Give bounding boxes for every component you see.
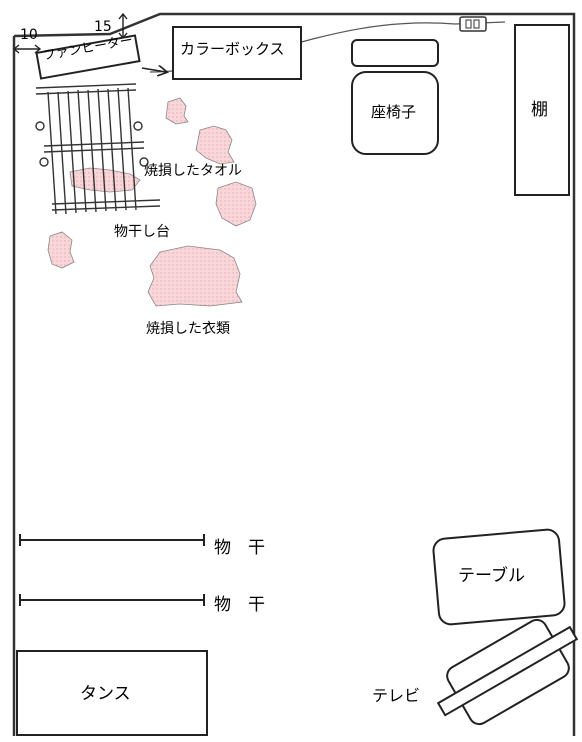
fan-heater-shape (35, 34, 141, 80)
drying-rods (19, 534, 205, 606)
burned-clothes-label: 焼損した衣類 (146, 321, 230, 337)
burn-patch (147, 245, 243, 307)
color-box (172, 26, 302, 80)
burned-towel-label: 焼損したタオル (144, 163, 242, 179)
room-wall (12, 12, 576, 736)
drying-rod-label-2: 物 干 (214, 595, 265, 615)
table-shape (432, 528, 566, 626)
tv-label: テレビ (372, 686, 421, 705)
tv-shape (436, 618, 579, 726)
chair-label: 座椅子 (371, 103, 417, 121)
dresser (16, 650, 208, 736)
burn-patch (165, 97, 189, 125)
shelf-label: 棚 (531, 100, 548, 120)
dimension-left-value: 10 (20, 27, 38, 43)
drying-stand-label: 物干し台 (114, 224, 170, 240)
burn-patches (47, 97, 257, 307)
chair-backrest (351, 39, 439, 67)
color-box-label: カラーボックス (180, 40, 285, 58)
burn-patch (47, 231, 75, 269)
shelf (514, 24, 570, 196)
burn-patch (195, 125, 235, 165)
dimension-left-arrow (12, 44, 42, 54)
dimension-top-value: 15 (94, 19, 112, 35)
heater-direction-arrow (141, 68, 166, 72)
dresser-label: タンス (80, 684, 131, 704)
chair-seat (351, 71, 439, 155)
outlet-plug-icon (459, 16, 487, 32)
drying-rod-label-1: 物 干 (214, 538, 265, 558)
drying-stand (35, 83, 161, 215)
burn-patch (69, 167, 141, 193)
burn-patch (215, 181, 257, 227)
table-label: テーブル (458, 566, 525, 586)
